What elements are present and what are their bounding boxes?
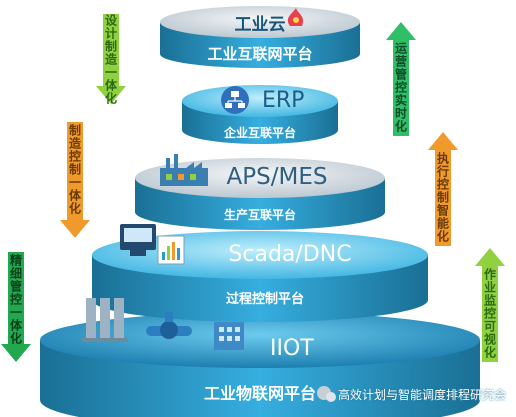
- left-arrow-1-label: 设计制造一体化: [103, 14, 118, 105]
- erp-title: ERP: [262, 88, 305, 113]
- layer-erp: [182, 85, 338, 144]
- valve-icon: [146, 312, 192, 339]
- erp-band-label: 企业互联平台: [223, 126, 296, 140]
- right-arrow-2: [428, 132, 458, 246]
- right-arrow-3: [475, 248, 505, 362]
- layer-iiot: [40, 312, 480, 417]
- left-arrow-3: [1, 252, 31, 362]
- cloud-title: 工业云: [234, 15, 286, 35]
- factory-icon: [160, 154, 208, 186]
- building-icon: [214, 322, 244, 350]
- org-chart-icon: [221, 86, 249, 114]
- layer-cloud: [160, 6, 360, 68]
- cloud-band-label: 工业互联网平台: [207, 45, 313, 63]
- left-arrow-3-label: 精细管控一体化: [8, 254, 23, 345]
- scada-band-label: 过程控制平台: [225, 292, 304, 307]
- apsmes-title: APS/MES: [226, 164, 328, 190]
- left-arrow-2: [60, 122, 90, 238]
- storage-tanks-icon: [82, 298, 128, 342]
- iiot-band-label: 工业物联网平台: [203, 384, 316, 403]
- right-arrow-2-label: 执行控制智能化: [435, 152, 450, 243]
- cloud-flame-icon: [287, 8, 304, 26]
- left-arrow-1: [96, 14, 126, 104]
- right-arrow-3-label: 作业监控可视化: [482, 268, 497, 359]
- wechat-icon: [317, 386, 336, 402]
- watermark: 高效计划与智能调度排程研究会: [338, 388, 507, 402]
- left-arrow-2-label: 制造控制一体化: [67, 124, 82, 215]
- iiot-title: IIOT: [270, 336, 314, 361]
- right-arrow-1: [386, 22, 416, 136]
- scada-title: Scada/DNC: [228, 242, 352, 267]
- apsmes-band-label: 生产互联平台: [223, 208, 296, 222]
- monitor-icon: [120, 224, 185, 265]
- right-arrow-1-label: 运营管控实时化: [393, 42, 408, 133]
